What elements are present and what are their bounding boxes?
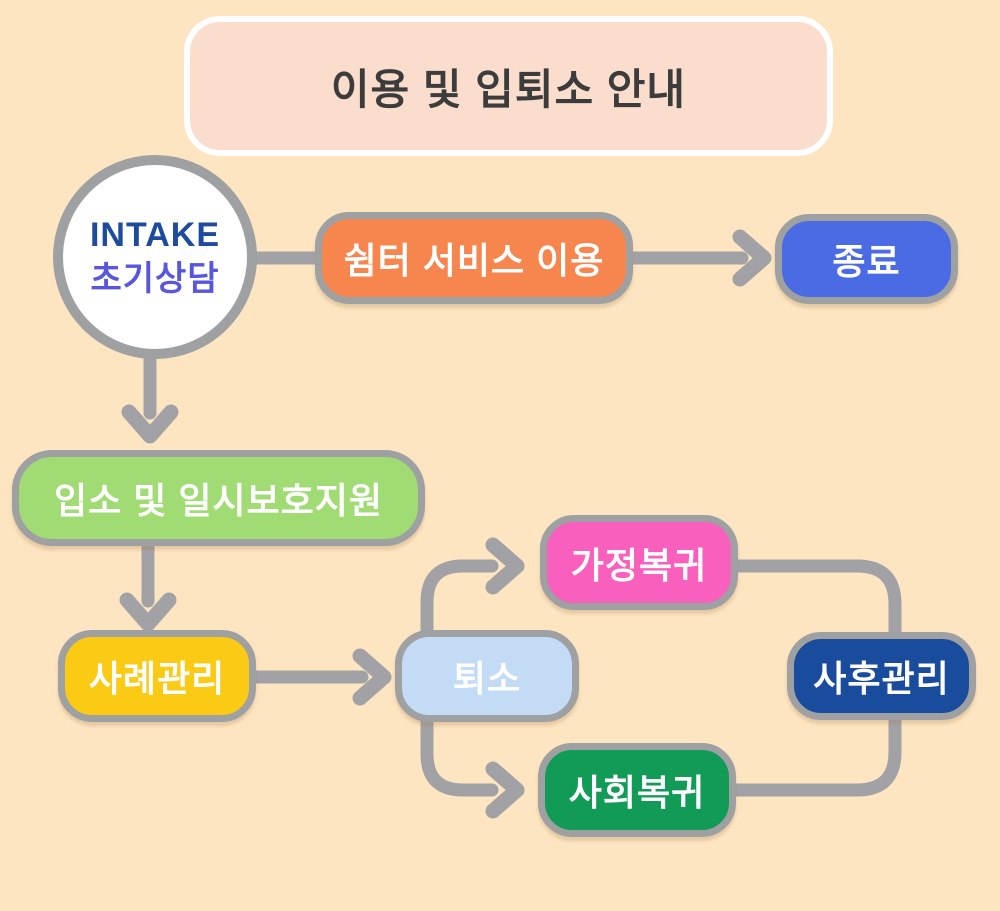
page-title: 이용 및 입퇴소 안내 (330, 65, 687, 113)
node-case-management: 사례관리 (58, 630, 256, 722)
node-aftercare: 사후관리 (787, 632, 976, 720)
node-aftercare-label: 사후관리 (813, 658, 950, 699)
node-intake-circle: INTAKE 초기상담 (53, 155, 257, 359)
arrowhead-admission-to-case (119, 592, 177, 632)
title-box: 이용 및 입퇴소 안내 (184, 16, 833, 156)
line-discharge-to-family (420, 559, 499, 707)
node-shelter-service-label: 쉼터 서비스 이용 (343, 240, 605, 281)
initial-counseling-label: 초기상담 (90, 260, 220, 298)
node-admission-label: 입소 및 일시보호지원 (53, 480, 384, 521)
node-end: 종료 (775, 214, 958, 304)
node-admission: 입소 및 일시보호지원 (12, 450, 425, 546)
node-discharge-label: 퇴소 (452, 658, 522, 699)
node-end-label: 종료 (832, 241, 901, 282)
node-social-return: 사회복귀 (538, 743, 736, 837)
node-social-return-label: 사회복귀 (568, 772, 706, 813)
line-discharge-to-social (420, 693, 499, 797)
node-family-return-label: 가정복귀 (570, 544, 708, 586)
intake-label: INTAKE (89, 215, 221, 254)
arrowhead-discharge-to-social (485, 761, 525, 819)
arrowhead-case-to-discharge (352, 648, 392, 706)
node-case-management-label: 사례관리 (88, 658, 226, 699)
arrowhead-shelter-to-end (732, 229, 772, 287)
node-discharge: 퇴소 (395, 630, 579, 722)
arrowhead-intake-to-admission (121, 404, 179, 444)
node-family-return: 가정복귀 (540, 515, 738, 610)
arrowhead-discharge-to-family (485, 537, 525, 595)
node-shelter-service: 쉼터 서비스 이용 (315, 212, 633, 304)
